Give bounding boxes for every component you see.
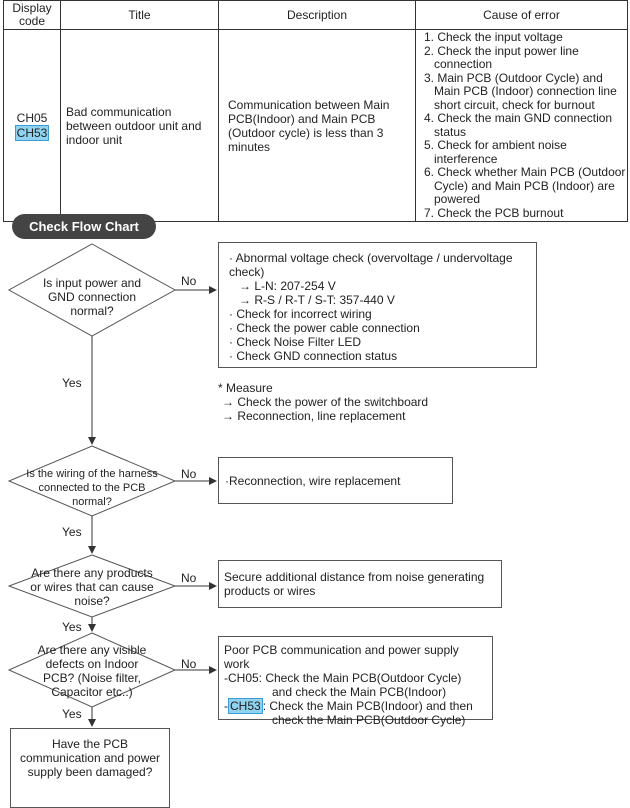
action-box-power-check: · Abnormal voltage check (overvoltage / …	[218, 242, 537, 368]
measure-line: → Reconnection, line replacement	[222, 409, 406, 423]
box1-line: → L-N: 207-254 V	[239, 279, 336, 293]
yes-label-1: Yes	[62, 376, 82, 390]
measure-note: * Measure → Check the power of the switc…	[218, 381, 428, 423]
header-cause: Cause of error	[415, 0, 628, 30]
decision-2-text: Is the wiring of the harness connected t…	[26, 468, 158, 508]
box1-line: · Check Noise Filter LED	[229, 335, 362, 349]
list-item: 7. Check the PCB burnout	[424, 205, 564, 220]
yes-label-2: Yes	[62, 525, 82, 539]
header-description: Description	[218, 0, 416, 30]
no-label-3: No	[181, 571, 197, 585]
box4-line: -CH53: Check the Main PCB(Indoor) and th…	[224, 698, 486, 714]
final-question-box: Have the PCB communication and power sup…	[10, 728, 170, 808]
cause-cell: 1. Check the input voltage 2. Check the …	[415, 29, 628, 222]
cause-list: 1. Check the input voltage 2. Check the …	[424, 30, 626, 220]
action-box-reconnection: ·Reconnection, wire replacement	[218, 457, 453, 504]
code-ch05: CH05	[16, 110, 48, 125]
list-item: 3. Main PCB (Outdoor Cycle) and Main PCB…	[424, 70, 617, 112]
measure-line: → Check the power of the switchboard	[222, 395, 429, 409]
measure-heading: * Measure	[218, 381, 273, 395]
box1-line: · Check for incorrect wiring	[229, 307, 372, 321]
action-box-pcb-check: Poor PCB communication and power supply …	[218, 636, 493, 727]
no-label-2: No	[181, 467, 197, 481]
list-item: 5. Check for ambient noise interference	[424, 138, 567, 166]
yes-label-3: Yes	[62, 620, 82, 634]
list-item: 2. Check the input power line connection	[424, 43, 579, 71]
list-item: 6. Check whether Main PCB (Outdoor Cycle…	[424, 165, 626, 206]
decision-3-text: Are there any products or wires that can…	[30, 566, 154, 608]
decision-4-text: Are there any visible defects on Indoor …	[37, 643, 147, 699]
box4-prefix: -	[224, 699, 228, 713]
yes-label-4: Yes	[62, 707, 82, 721]
header-title: Title	[60, 0, 219, 30]
header-display-code: Display code	[3, 0, 61, 30]
box4-line: -CH05: Check the Main PCB(Outdoor Cycle)	[224, 671, 462, 685]
box4-rest: : Check the Main PCB(Indoor) and then	[262, 699, 473, 713]
box1-line: · Check the power cable connection	[229, 321, 420, 335]
code-ch53: CH53	[14, 124, 50, 141]
error-code-table: Display code Title Description Cause of …	[3, 0, 628, 222]
box4-line: and check the Main PCB(Indoor)	[272, 685, 447, 699]
box4-line: Poor PCB communication and power supply …	[224, 643, 459, 671]
box4-code-ch53: CH53	[228, 698, 263, 714]
action-box-noise-distance: Secure additional distance from noise ge…	[218, 560, 502, 608]
list-item: 1. Check the input voltage	[424, 30, 563, 44]
no-label-4: No	[181, 657, 197, 671]
title-cell: Bad communication between outdoor unit a…	[60, 29, 219, 222]
decision-1-text: Is input power and GND connection normal…	[42, 276, 142, 318]
box1-line: · Check GND connection status	[229, 349, 398, 363]
no-label-1: No	[181, 274, 197, 288]
table-header-row: Display code Title Description Cause of …	[3, 0, 628, 30]
box1-line: → R-S / R-T / S-T: 357-440 V	[239, 293, 395, 307]
list-item: 4. Check the main GND connection status	[424, 111, 613, 139]
flow-chart-heading: Check Flow Chart	[12, 214, 156, 239]
box4-line: check the Main PCB(Outdoor Cycle)	[272, 713, 466, 727]
box1-line: · Abnormal voltage check (overvoltage / …	[229, 251, 513, 279]
table-row: CH05 CH53 Bad communication between outd…	[3, 29, 628, 222]
